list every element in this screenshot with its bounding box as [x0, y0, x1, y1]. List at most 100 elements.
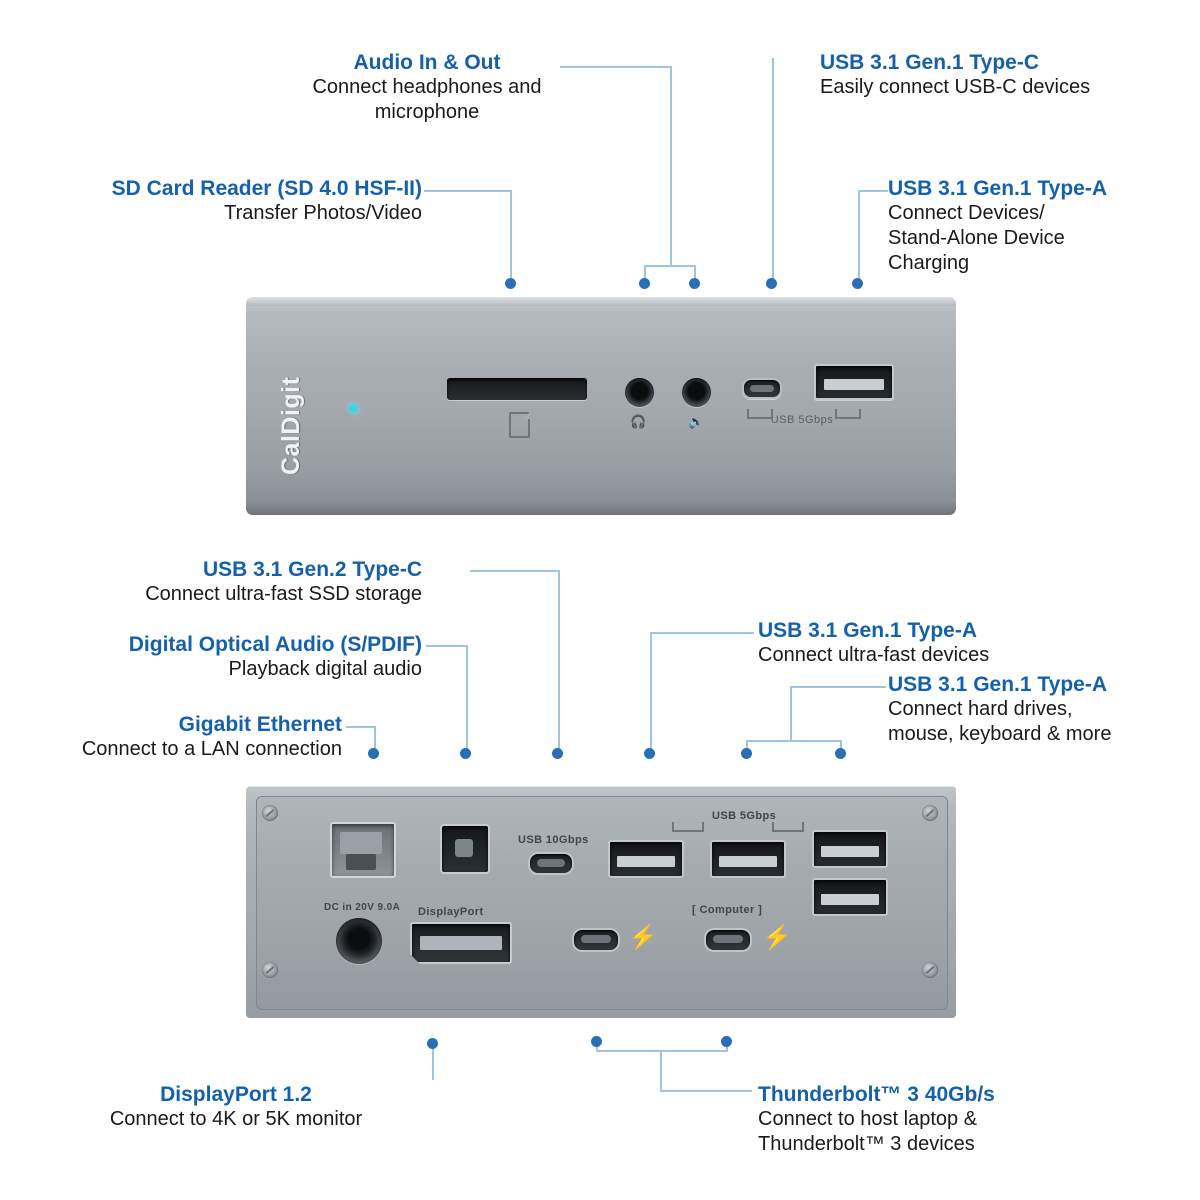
callout-desc: Playback digital audio	[228, 658, 422, 680]
optical-audio-port[interactable]	[440, 824, 490, 874]
leader-usba-front-h	[860, 190, 888, 192]
usb-a-port-rear-3[interactable]	[812, 830, 888, 868]
thunderbolt-port-1[interactable]	[572, 928, 620, 952]
leader-tb-h	[660, 1090, 752, 1092]
bracket-right-rear	[772, 822, 804, 832]
leader-dp-v	[432, 1040, 434, 1080]
dc-power-jack[interactable]	[336, 918, 382, 964]
sd-card-slot[interactable]	[447, 378, 587, 400]
callout-desc-line2: mouse, keyboard & more	[888, 723, 1112, 745]
usb-a-port-rear-1[interactable]	[608, 840, 684, 878]
callout-sd-card-reader: SD Card Reader (SD 4.0 HSF-II) Transfer …	[40, 176, 422, 226]
leader-usba-front-v	[858, 190, 860, 282]
computer-label: [ Computer ]	[692, 904, 763, 916]
leader-dot-sd	[505, 278, 516, 289]
bracket-right-front	[835, 409, 861, 419]
callout-thunderbolt-3: Thunderbolt™ 3 40Gb/s Connect to host la…	[758, 1082, 1158, 1157]
brand-logo: CalDigit	[277, 376, 305, 475]
callout-title: USB 3.1 Gen.1 Type-C	[820, 51, 1040, 74]
leader-dot-audio-left	[639, 278, 650, 289]
leader-dot-usba-front	[852, 278, 863, 289]
leader-usbc-front-v	[772, 58, 774, 282]
leader-dot-tb-left	[591, 1036, 602, 1047]
bracket-left-front	[747, 409, 773, 419]
callout-usb31-gen2-type-c: USB 3.1 Gen.2 Type-C Connect ultra-fast …	[40, 557, 422, 607]
leader-audio-v	[670, 66, 672, 266]
thunderbolt-bolt-icon-1: ⚡	[628, 924, 658, 951]
callout-desc: Transfer Photos/Video	[224, 202, 422, 224]
callout-desc: Easily connect USB-C devices	[820, 76, 1091, 98]
leader-ethernet-h	[346, 726, 376, 728]
leader-usba-rear2-v2	[746, 740, 748, 752]
headphone-jack[interactable]	[625, 378, 654, 407]
displayport-port[interactable]	[410, 922, 512, 964]
callout-usb31-gen1-type-a-front: USB 3.1 Gen.1 Type-A Connect Devices/ St…	[888, 176, 1188, 276]
ethernet-port[interactable]	[330, 822, 396, 878]
callout-desc-line2: Stand-Alone Device	[888, 227, 1065, 249]
bracket-left-rear	[672, 822, 704, 832]
callout-digital-optical-audio: Digital Optical Audio (S/PDIF) Playback …	[20, 632, 422, 682]
leader-audio-v-left	[644, 265, 646, 283]
callout-displayport-12: DisplayPort 1.2 Connect to 4K or 5K moni…	[40, 1082, 432, 1132]
leader-tb-fork	[596, 1050, 728, 1052]
callout-gigabit-ethernet: Gigabit Ethernet Connect to a LAN connec…	[20, 712, 342, 762]
callout-title: USB 3.1 Gen.1 Type-A	[888, 673, 1108, 696]
leader-audio-fork	[644, 265, 696, 267]
callout-desc: Connect headphones and microphone	[312, 76, 542, 123]
leader-dot-usba-rear2-left	[741, 748, 752, 759]
microphone-icon: 🔈	[688, 414, 705, 429]
callout-desc-line1: Connect hard drives,	[888, 698, 1073, 720]
leader-dot-usbc-front	[766, 278, 777, 289]
callout-desc-line2: Thunderbolt™ 3 devices	[758, 1133, 975, 1155]
headphone-icon: 🎧	[630, 414, 647, 429]
callout-title: Digital Optical Audio (S/PDIF)	[128, 633, 422, 656]
leader-dot-ethernet	[368, 748, 379, 759]
callout-desc: Connect ultra-fast devices	[758, 644, 990, 666]
usb-5gbps-label-rear: USB 5Gbps	[712, 810, 777, 822]
leader-dot-usba-rear2-right	[835, 748, 846, 759]
usb-5gbps-label-front: USB 5Gbps	[770, 414, 834, 426]
callout-usb31-gen1-type-a-rear-2: USB 3.1 Gen.1 Type-A Connect hard drives…	[888, 672, 1188, 747]
leader-sd-v	[510, 190, 512, 282]
leader-audio-h	[560, 66, 672, 68]
leader-dot-optical	[460, 748, 471, 759]
usb-10gbps-label: USB 10Gbps	[518, 834, 589, 846]
callout-desc-line1: Connect Devices/	[888, 202, 1045, 224]
leader-tb-v-right	[726, 1042, 728, 1052]
callout-title: DisplayPort 1.2	[160, 1083, 312, 1106]
leader-usba-rear2-v3	[840, 740, 842, 752]
usb-a-port-rear-2[interactable]	[710, 840, 786, 878]
usb-c-port-rear[interactable]	[528, 852, 574, 875]
screw-bottom-left	[262, 962, 278, 978]
usb-a-port-front[interactable]	[814, 364, 894, 400]
dc-power-label: DC in 20V 9.0A	[324, 902, 401, 913]
leader-usba-rear2-v1	[790, 686, 792, 742]
callout-title: Thunderbolt™ 3 40Gb/s	[758, 1083, 995, 1106]
callout-desc: Connect to 4K or 5K monitor	[109, 1108, 363, 1130]
leader-usba-rear2-fork	[746, 740, 842, 742]
leader-ethernet-v	[374, 726, 376, 754]
microphone-jack[interactable]	[682, 378, 711, 407]
screw-top-left	[262, 805, 278, 821]
callout-title: Audio In & Out	[353, 51, 501, 74]
displayport-label: DisplayPort	[418, 906, 484, 918]
usb-c-port-front[interactable]	[742, 378, 782, 399]
leader-dot-displayport	[427, 1038, 438, 1049]
thunderbolt-bolt-icon-2: ⚡	[762, 924, 792, 951]
leader-usba-rear2-h	[790, 686, 886, 688]
leader-dot-audio-right	[689, 278, 700, 289]
power-led	[349, 404, 358, 413]
callout-desc: Connect to a LAN connection	[81, 738, 342, 760]
leader-usba-rear1-h	[650, 632, 754, 634]
dock-front-panel	[246, 297, 956, 515]
leader-optical-v	[466, 645, 468, 753]
usb-a-port-rear-4[interactable]	[812, 878, 888, 916]
screw-top-right	[922, 805, 938, 821]
thunderbolt-port-2[interactable]	[704, 928, 752, 952]
callout-audio-in-out: Audio In & Out Connect headphones and mi…	[292, 50, 562, 125]
leader-usbc-rear-v	[558, 570, 560, 752]
sd-card-icon	[509, 412, 530, 438]
leader-dot-usba-rear1	[644, 748, 655, 759]
callout-usb31-gen1-type-c: USB 3.1 Gen.1 Type-C Easily connect USB-…	[820, 50, 1150, 100]
